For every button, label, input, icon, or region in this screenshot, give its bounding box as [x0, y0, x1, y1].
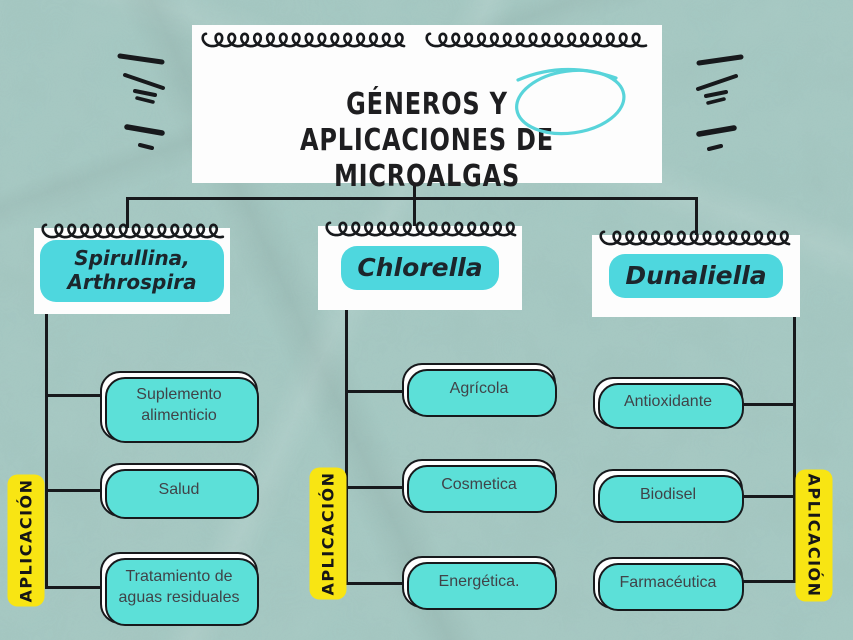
application-node-label: Agrícola	[449, 379, 509, 397]
branch-name: Dunaliella	[609, 254, 783, 298]
connector-stub-center-1	[345, 390, 404, 393]
scribble-icon	[201, 32, 406, 48]
branch-card-dunaliella: Dunaliella	[592, 235, 800, 317]
application-tag-center: APLICACIÓN	[309, 467, 347, 600]
scribble-icon	[425, 32, 648, 48]
branch-card-spirullina: Spirullina, Arthrospira	[34, 228, 230, 314]
connector-stub-left-3	[45, 586, 101, 589]
page-title-line1: GÉNEROS Y APLICACIONES DE	[300, 87, 554, 158]
application-node-label: Cosmetica	[441, 475, 517, 493]
application-tag-left: APLICACIÓN	[7, 474, 45, 607]
connector-spine-left	[45, 312, 48, 589]
connector-title-drop	[413, 182, 416, 200]
application-node-label: Suplemento alimenticio	[136, 386, 222, 424]
connector-spine-right	[793, 315, 796, 583]
dash-marks-icon	[696, 54, 744, 151]
application-node-label: Farmacéutica	[619, 573, 717, 591]
connector-stub-right-3	[741, 580, 796, 583]
scribble-icon	[599, 230, 791, 246]
dash-marks-icon	[117, 53, 165, 150]
connector-stub-left-1	[45, 394, 101, 397]
connector-stub-right-1	[741, 403, 796, 406]
branch-name: Spirullina, Arthrospira	[40, 240, 224, 302]
connector-drop-center	[413, 197, 416, 228]
application-node: Antioxidante	[593, 377, 744, 429]
application-node: Tratamiento de aguas residuales	[100, 552, 259, 626]
circle-sketch-icon	[515, 67, 626, 136]
scribble-icon	[41, 223, 225, 239]
connector-stub-center-3	[345, 582, 404, 585]
connector-drop-right	[695, 197, 698, 237]
application-node: Biodisel	[593, 469, 744, 523]
application-tag-right: APLICACIÓN	[795, 469, 833, 602]
title-card: GÉNEROS Y APLICACIONES DE MICROALGAS	[192, 25, 662, 194]
connector-stub-right-2	[741, 495, 796, 498]
application-node-label: Salud	[158, 480, 200, 498]
scribble-icon	[325, 221, 517, 237]
branch-card-chlorella: Chlorella	[318, 226, 522, 310]
connector-main-horizontal	[126, 197, 698, 200]
branch-name: Chlorella	[341, 246, 499, 290]
application-node: Energética.	[402, 556, 557, 610]
application-node: Salud	[100, 463, 259, 519]
connector-spine-center	[345, 308, 348, 585]
connector-stub-left-2	[45, 489, 101, 492]
application-node: Agrícola	[402, 363, 557, 417]
page-title: GÉNEROS Y APLICACIONES DE MICROALGAS	[239, 87, 615, 195]
application-node-label: Biodisel	[639, 485, 697, 503]
page-title-line2: MICROALGAS	[333, 159, 521, 194]
connector-stub-center-2	[345, 486, 404, 489]
application-node: Suplemento alimenticio	[100, 371, 259, 443]
connector-drop-left	[126, 197, 129, 230]
application-node: Cosmetica	[402, 459, 557, 513]
application-node-label: Energética.	[438, 572, 520, 590]
application-node-label: Tratamiento de aguas residuales	[118, 568, 240, 606]
application-node: Farmacéutica	[593, 557, 744, 611]
application-node-label: Antioxidante	[623, 392, 713, 410]
